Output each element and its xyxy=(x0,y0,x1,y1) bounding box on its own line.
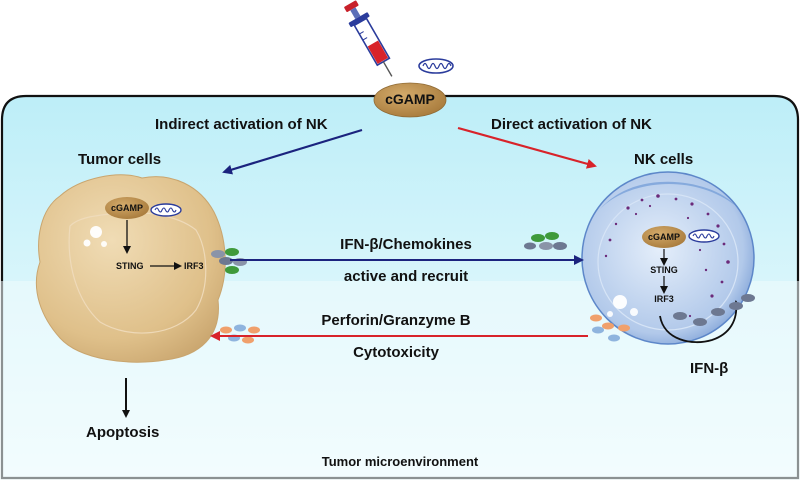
nk-sting-label: STING xyxy=(650,265,678,275)
nk-cell-membrane-cap xyxy=(596,181,736,214)
apoptosis-label: Apoptosis xyxy=(86,424,160,441)
nk-cgamp-node xyxy=(642,226,686,248)
perforin-granzyme-label: Perforin/Granzyme B xyxy=(321,312,471,329)
nk-ifn-beta-label: IFN-β xyxy=(690,360,729,377)
direct-pathway-label: Direct activation of NK xyxy=(491,116,652,133)
nk-cell xyxy=(581,171,755,345)
nk-cgamp-label: cGAMP xyxy=(647,232,681,242)
nk-cells-title: NK cells xyxy=(634,151,694,168)
tumor-irf3-label: IRF3 xyxy=(184,261,204,271)
tumor-cells-title: Tumor cells xyxy=(78,151,162,168)
indirect-pathway-arrow xyxy=(222,128,363,175)
cgamp-center-node xyxy=(373,82,447,118)
tumor-vesicle-large xyxy=(90,226,102,238)
nk-secreted-ifn-granules xyxy=(673,294,755,326)
perforin-granules-near-nk xyxy=(590,314,630,342)
tumor-vesicle-small xyxy=(83,239,91,247)
syringe-icon xyxy=(344,0,393,77)
tumor-vesicle-mid xyxy=(101,241,107,247)
tumor-cell xyxy=(36,174,226,363)
nk-autocrine-loop-arrow xyxy=(659,300,741,344)
direct-pathway-arrow xyxy=(457,126,597,169)
mitochondrion-icon xyxy=(418,58,454,74)
cgamp-center-label: cGAMP xyxy=(385,91,435,107)
tumor-cgamp-label: cGAMP xyxy=(110,203,144,213)
chemokine-granules-near-nk xyxy=(524,232,567,250)
microenvironment-label: Tumor microenvironment xyxy=(321,454,479,469)
nk-mitochondrion-icon xyxy=(688,229,720,243)
active-recruit-label: active and recruit xyxy=(343,268,469,285)
ifn-chemokines-label: IFN-β/Chemokines xyxy=(340,236,472,253)
nk-cell-inner xyxy=(597,193,739,331)
nk-irf3-label: IRF3 xyxy=(654,294,674,304)
indirect-pathway-label: Indirect activation of NK xyxy=(155,116,328,133)
nk-vesicle-small xyxy=(630,308,638,316)
cytotoxicity-label: Cytotoxicity xyxy=(353,344,439,361)
nk-vesicle-large xyxy=(613,295,627,309)
nk-vesicle-mid xyxy=(607,311,613,317)
tumor-sting-label: STING xyxy=(116,261,144,271)
tumor-mitochondrion-icon xyxy=(150,203,182,217)
tumor-cgamp-node xyxy=(105,197,149,219)
